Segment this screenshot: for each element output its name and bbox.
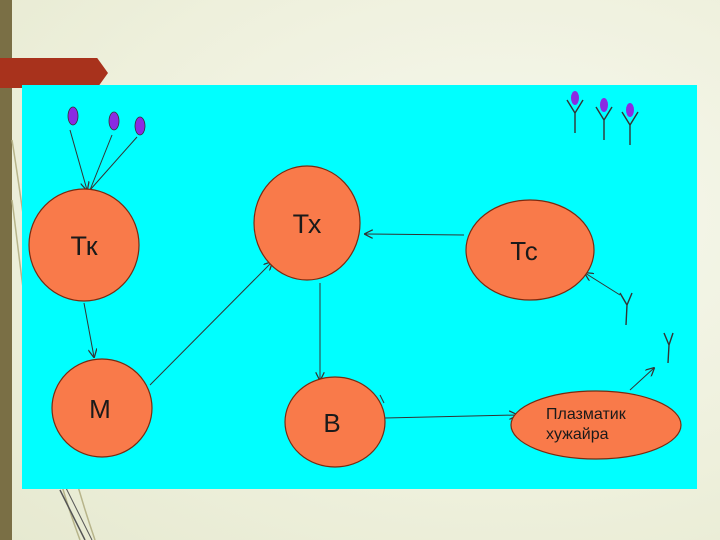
arrow-tc-to-tx — [365, 234, 465, 235]
node-tx: Тх — [253, 165, 361, 281]
node-plasma-cell: Плазматик хужайра — [510, 390, 682, 460]
antigen-icon — [67, 106, 146, 136]
arrow-antibody-to-tc — [585, 273, 621, 296]
immune-diagram: Тк М Тх Тс В Плазматик хужайра — [28, 91, 682, 468]
title-tab — [0, 58, 108, 88]
node-m-label: М — [89, 394, 111, 424]
antibody-icon — [619, 292, 674, 364]
node-tc: Тс — [465, 199, 595, 301]
antibody-icon — [566, 99, 639, 145]
node-tk-label: Тк — [70, 231, 97, 261]
arrow-b-to-plasma — [384, 415, 517, 418]
node-tx-label: Тх — [293, 209, 322, 239]
tick-mark — [379, 394, 385, 404]
arrow-antigen-to-tk-2 — [89, 134, 113, 191]
node-b-label: В — [323, 408, 340, 438]
arrow-antigen-to-tk-1 — [69, 129, 87, 190]
node-tk: Тк — [28, 188, 140, 302]
diagram-panel: Тк М Тх Тс В Плазматик хужайра — [22, 85, 697, 489]
node-plasma-label-line2: хужайра — [546, 426, 609, 443]
arrow-m-to-tx — [149, 262, 272, 386]
node-m: М — [51, 358, 153, 458]
arrow-tk-to-m — [83, 302, 94, 357]
arrow-antigen-to-tk-3 — [89, 136, 138, 191]
slide-left-bar — [0, 0, 12, 540]
node-tc-label: Тс — [510, 236, 537, 266]
node-plasma-label-line1: Плазматик — [546, 406, 627, 423]
node-b: В — [284, 376, 386, 468]
antigen-icon — [571, 91, 634, 117]
arrow-plasma-to-antibody — [629, 368, 654, 391]
